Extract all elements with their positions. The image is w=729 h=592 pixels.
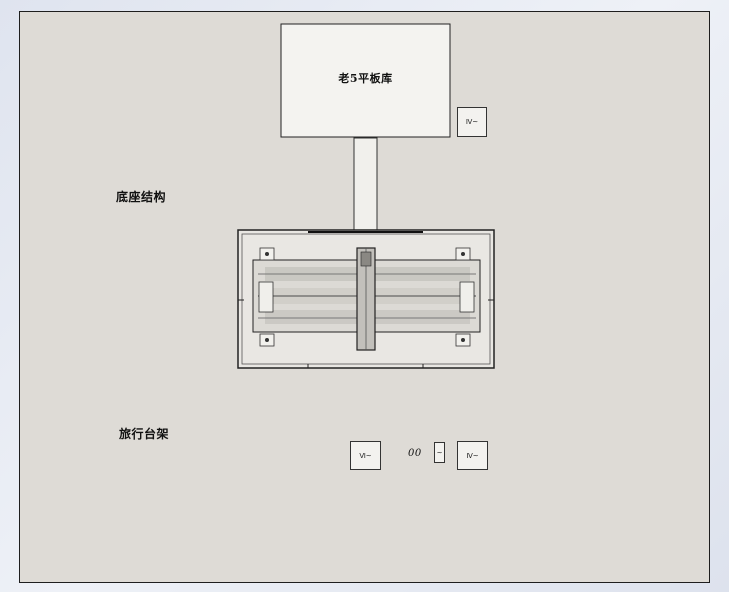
- drawing-sheet: 老5平板库 Ⅳ~ 底座结构 旅行台架 Ⅵ~ 00 ~ Ⅳ~: [19, 11, 710, 583]
- view-marker-bottom-left: Ⅵ~: [350, 441, 381, 470]
- table-assembly: [237, 229, 495, 369]
- view-marker-top: Ⅳ~: [457, 107, 487, 137]
- drawing-canvas: [237, 23, 495, 369]
- section-label-lower: 旅行台架: [119, 427, 170, 441]
- section-label-upper: 底座结构: [116, 190, 167, 204]
- title-block-label: 老5平板库: [338, 72, 393, 85]
- view-marker-bottom-right: Ⅳ~: [457, 441, 488, 470]
- double-circle-symbol: 00: [408, 448, 422, 459]
- small-mark-box: ~: [434, 442, 445, 463]
- support-post: [353, 137, 378, 235]
- title-block: [280, 23, 451, 138]
